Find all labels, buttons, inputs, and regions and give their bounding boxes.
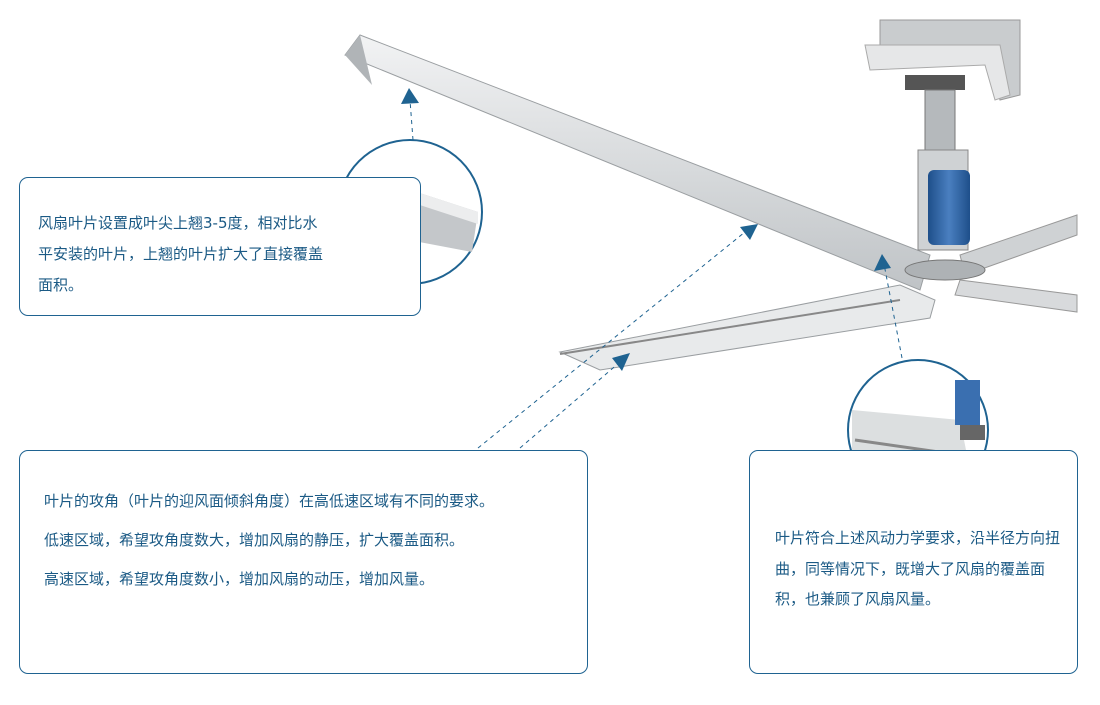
fan-blade-long [344, 34, 931, 291]
fan-motor [904, 149, 986, 281]
callout-text-low-speed: 低速区域，希望攻角度数大，增加风扇的静压，扩大覆盖面积。 [44, 531, 465, 549]
ceiling-mount [864, 19, 1021, 151]
callout-attack-angle: 叶片的攻角（叶片的迎风面倾斜角度）在高低速区域有不同的要求。 低速区域，希望攻角… [19, 450, 588, 674]
callout-blade-tip-upturn: 风扇叶片设置成叶尖上翘3-5度，相对比水平安装的叶片，上翘的叶片扩大了直接覆盖面… [19, 177, 421, 316]
callout-text: 叶片符合上述风动力学要求，沿半径方向扭曲，同等情况下，既增大了风扇的覆盖面积，也… [775, 529, 1061, 608]
fan-blade-lower [558, 284, 936, 371]
callout-text: 风扇叶片设置成叶尖上翘3-5度，相对比水平安装的叶片，上翘的叶片扩大了直接覆盖面… [38, 214, 324, 294]
callout-text-high-speed: 高速区域，希望攻角度数小，增加风扇的动压，增加风量。 [44, 570, 435, 588]
callout-blade-twist: 叶片符合上述风动力学要求，沿半径方向扭曲，同等情况下，既增大了风扇的覆盖面积，也… [749, 450, 1078, 674]
callout-text: 叶片的攻角（叶片的迎风面倾斜角度）在高低速区域有不同的要求。 [44, 492, 495, 510]
